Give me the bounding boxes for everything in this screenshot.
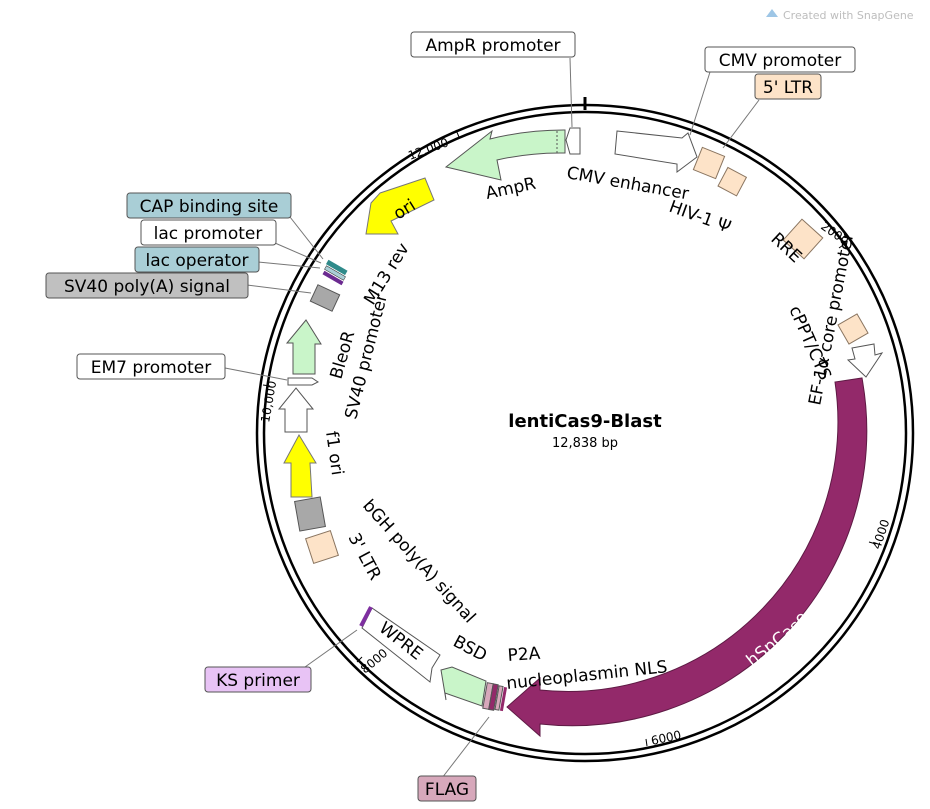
backbone-inner bbox=[262, 110, 908, 756]
bsd-arrow bbox=[440, 666, 487, 707]
callout-lac-promoter: lac promoter bbox=[140, 219, 277, 246]
ampr-promoter-arrow bbox=[565, 127, 581, 155]
sv40-promoter-arrow bbox=[277, 387, 315, 433]
callout-cmv-promoter: CMV promoter bbox=[704, 46, 856, 73]
p2a-label: P2A bbox=[507, 644, 541, 666]
callout-sv40-polya: SV40 poly(A) signal bbox=[45, 272, 249, 299]
ltr3-label: 3' LTR bbox=[344, 530, 385, 584]
sv40-polya-text: SV40 poly(A) signal bbox=[64, 277, 230, 297]
watermark-text: Created with SnapGene bbox=[783, 9, 914, 22]
callout-ampr-promoter: AmpR promoter bbox=[410, 31, 576, 58]
plasmid-name: lentiCas9-Blast bbox=[508, 411, 662, 432]
lac-cluster bbox=[322, 259, 348, 286]
flag-text: FLAG bbox=[425, 780, 469, 800]
hiv-psi-label: HIV-1 Ψ bbox=[666, 197, 733, 238]
snapgene-logo-icon bbox=[766, 9, 778, 17]
hspcas9-arrow bbox=[506, 377, 868, 738]
callout-ks-primer: KS primer bbox=[204, 666, 312, 693]
ltr5-box bbox=[692, 146, 726, 180]
sv40-polya-box bbox=[309, 284, 341, 312]
em7-arrow bbox=[287, 377, 319, 386]
plasmid-size: 12,838 bp bbox=[552, 436, 618, 451]
cppt-box bbox=[837, 313, 869, 345]
ampr-arrow bbox=[444, 129, 566, 181]
rre-box bbox=[782, 218, 824, 260]
ori-arrow bbox=[365, 177, 435, 235]
f1ori-arrow bbox=[283, 433, 317, 498]
callout-lac-operator: lac operator bbox=[134, 246, 260, 273]
lac-operator-text: lac operator bbox=[145, 251, 248, 271]
backbone-outer bbox=[255, 103, 915, 763]
tick-6000: 6000 bbox=[650, 728, 683, 748]
callout-cap-binding-site: CAP binding site bbox=[126, 192, 292, 219]
callout-em7-promoter: EM7 promoter bbox=[76, 353, 226, 380]
ks-primer-mark bbox=[359, 606, 373, 627]
bsd-label: BSD bbox=[450, 632, 491, 666]
callout-5ltr: 5' LTR bbox=[754, 73, 822, 100]
cmv-enhancer-arrow bbox=[614, 130, 698, 173]
lac-promoter-text: lac promoter bbox=[154, 224, 263, 244]
bgh-polya-box bbox=[294, 496, 326, 532]
tick-marks bbox=[262, 129, 877, 747]
p2a-flag-cluster bbox=[482, 682, 508, 712]
tick-12000: 12,000 bbox=[406, 135, 450, 163]
f1ori-label: f1 ori bbox=[321, 430, 347, 477]
callout-flag: FLAG bbox=[417, 775, 477, 802]
em7-promoter-text: EM7 promoter bbox=[91, 358, 212, 378]
hiv-psi-box bbox=[717, 166, 748, 197]
ltr3-box bbox=[304, 529, 340, 565]
ampr-promoter-text: AmpR promoter bbox=[425, 36, 560, 56]
ltr5-text: 5' LTR bbox=[763, 78, 813, 98]
snapgene-watermark: Created with SnapGene bbox=[766, 9, 914, 22]
tick-8000: 8000 bbox=[358, 646, 390, 676]
cap-binding-site-text: CAP binding site bbox=[140, 197, 279, 217]
ks-primer-text: KS primer bbox=[216, 671, 300, 691]
bleor-arrow bbox=[285, 319, 322, 375]
leader-lines bbox=[224, 57, 760, 779]
cmv-enhancer-label: CMV enhancer bbox=[565, 163, 690, 204]
cmv-promoter-text: CMV promoter bbox=[719, 51, 841, 71]
ef1a-promoter-arrow bbox=[846, 343, 884, 378]
